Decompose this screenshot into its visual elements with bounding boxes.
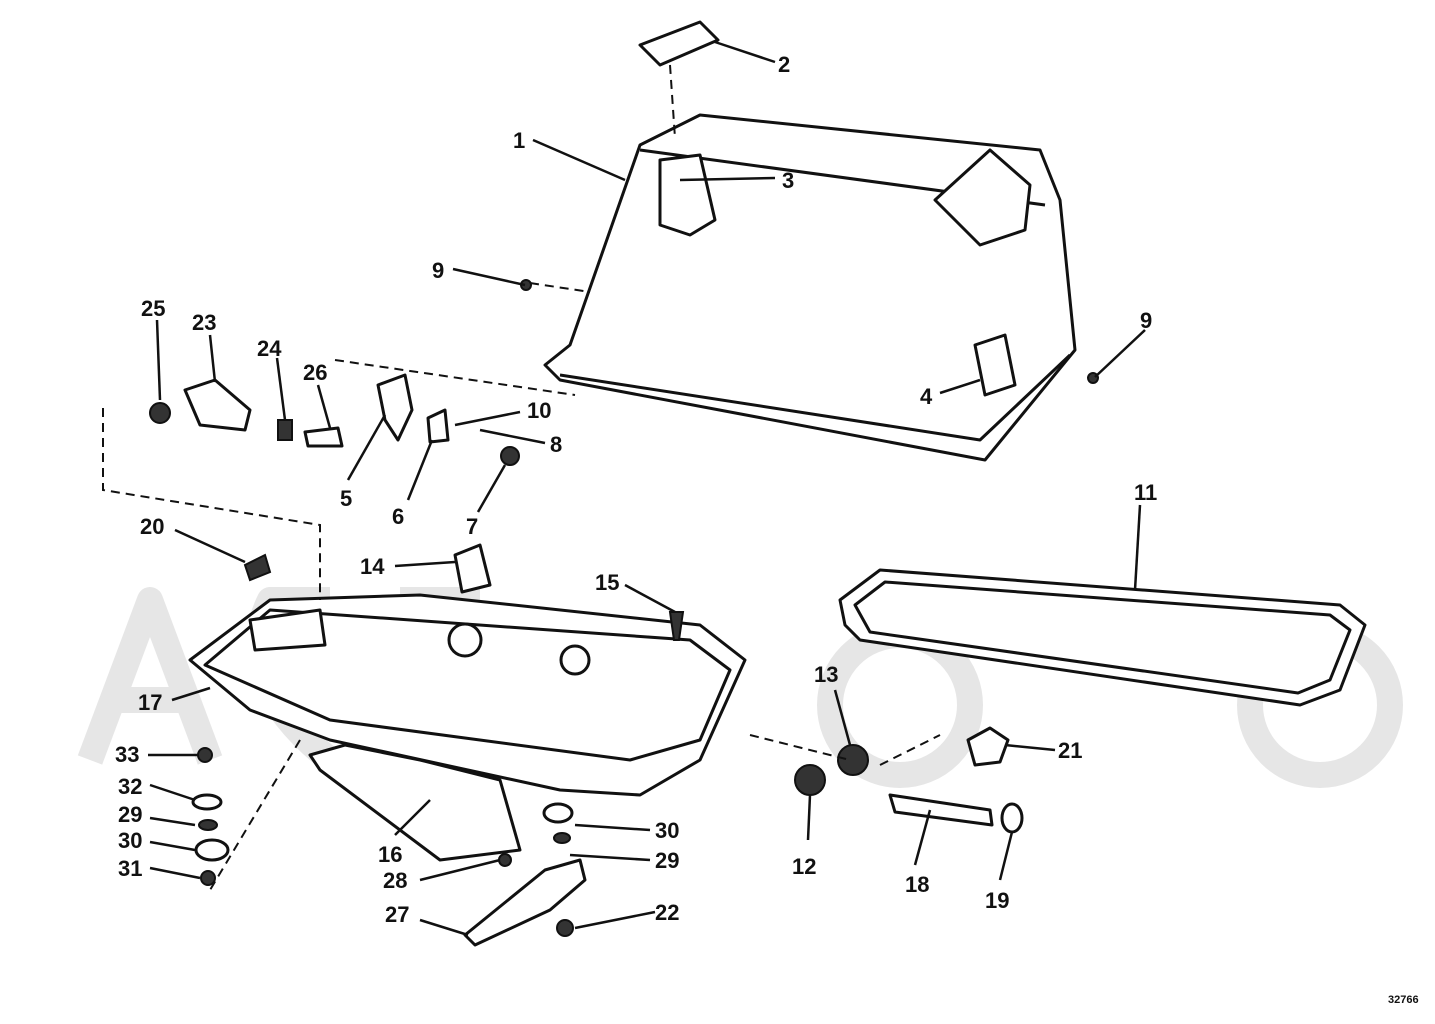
callout-label: 21 xyxy=(1058,738,1082,763)
motor-cover xyxy=(543,113,1077,462)
callout-label: 9 xyxy=(432,258,444,283)
callout-label: 28 xyxy=(383,868,407,893)
callout-label: 1 xyxy=(513,128,525,153)
callout-label: 29 xyxy=(118,802,142,827)
callout-label: 17 xyxy=(138,690,162,715)
callout-label: 9 xyxy=(1140,308,1152,333)
callout-label: 7 xyxy=(466,514,478,539)
callout-label: 26 xyxy=(303,360,327,385)
callout-label: 16 xyxy=(378,842,402,867)
cover-cap xyxy=(638,20,720,67)
callout-label: 30 xyxy=(118,828,142,853)
callout-label: 5 xyxy=(340,486,352,511)
callout-label: 11 xyxy=(1134,480,1157,505)
callout-label: 15 xyxy=(595,570,619,595)
callout-label: 23 xyxy=(192,310,216,335)
callout-label: 3 xyxy=(782,168,794,193)
callout-label: 31 xyxy=(118,856,142,881)
leader-lines xyxy=(148,40,1146,937)
alignment-lines xyxy=(102,64,941,891)
lower-pan xyxy=(188,593,747,797)
callout-labels: 1 2 3 4 5 6 7 8 9 9 10 11 12 13 14 15 16… xyxy=(115,52,1157,927)
callout-label: 19 xyxy=(985,888,1009,913)
callout-label: 27 xyxy=(385,902,409,927)
callout-label: 24 xyxy=(257,336,282,361)
callout-label: 10 xyxy=(527,398,551,423)
callout-label: 2 xyxy=(778,52,790,77)
figure-number: 32766 xyxy=(1388,994,1419,1006)
hardware-pieces xyxy=(149,279,1099,937)
mounting-bracket xyxy=(463,858,587,947)
callout-label: 20 xyxy=(140,514,164,539)
callout-label: 18 xyxy=(905,872,929,897)
callout-label: 12 xyxy=(792,854,816,879)
seal-ring xyxy=(838,568,1367,707)
callout-label: 22 xyxy=(655,900,679,925)
callout-label: 14 xyxy=(360,554,385,579)
callout-label: 33 xyxy=(115,742,139,767)
pan-gasket xyxy=(308,743,522,862)
callout-label: 29 xyxy=(655,848,679,873)
callout-label: 8 xyxy=(550,432,562,457)
callout-label: 6 xyxy=(392,504,404,529)
callout-label: 13 xyxy=(814,662,838,687)
callout-label: 25 xyxy=(141,296,165,321)
callout-label: 4 xyxy=(920,384,933,409)
callout-label: 32 xyxy=(118,774,142,799)
callout-label: 30 xyxy=(655,818,679,843)
